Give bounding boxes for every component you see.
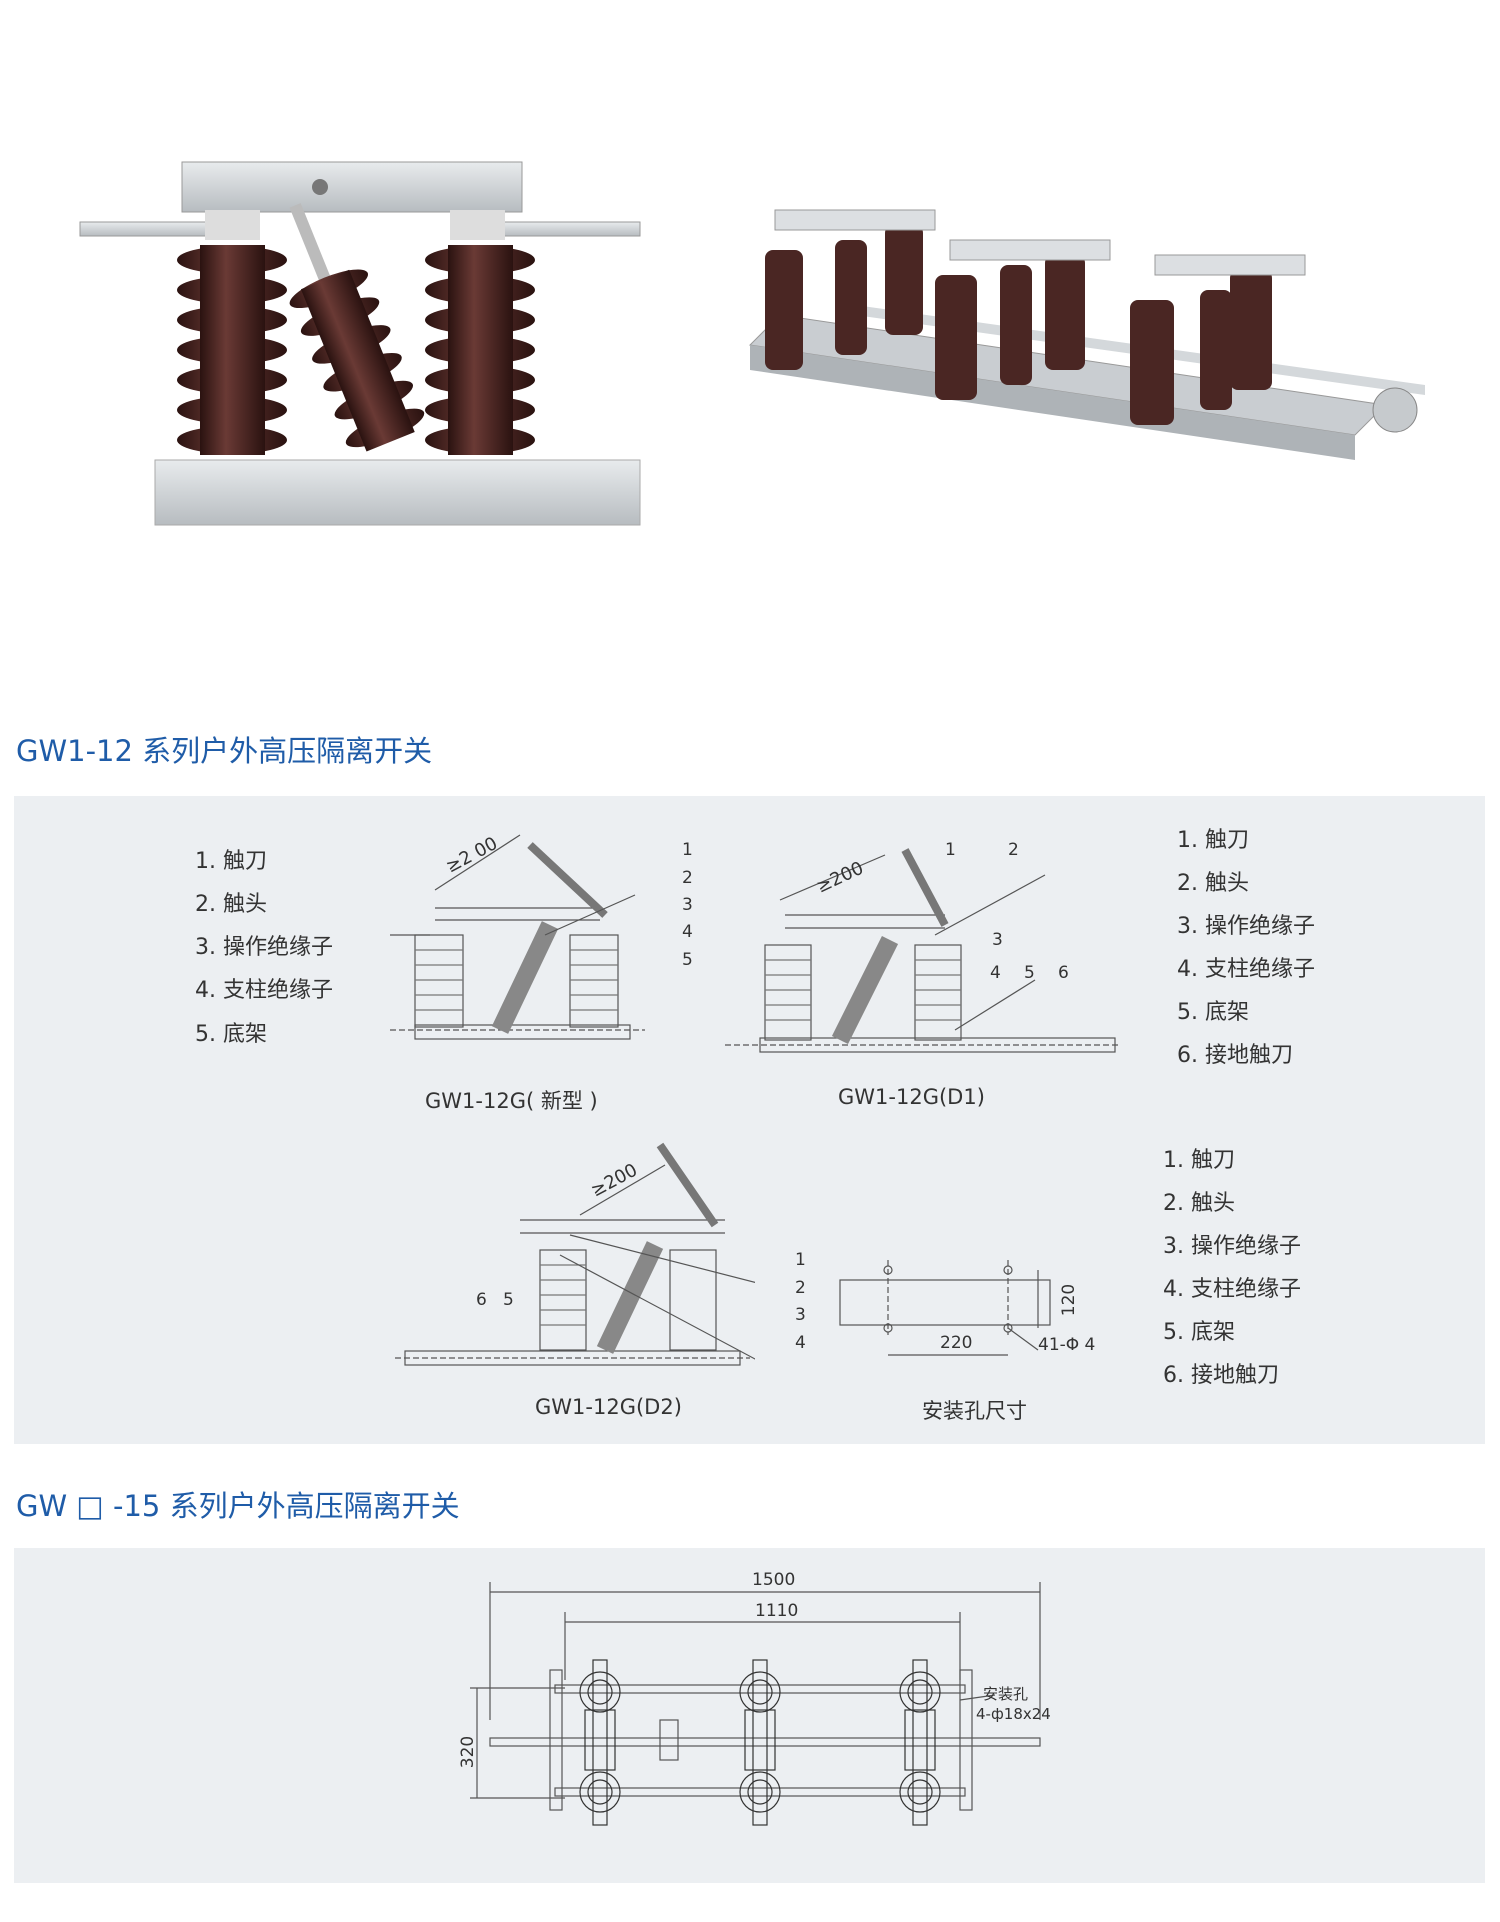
legend-item: 2. 触头: [1163, 1191, 1235, 1216]
diagram-panel-gw-15: [14, 1548, 1485, 1883]
legend-item: 1. 触刀: [195, 849, 267, 874]
legend-item: 6. 接地触刀: [1163, 1363, 1279, 1388]
section-title-gw1-12: GW1-12 系列户外高压隔离开关: [16, 734, 433, 768]
legend-item: 5. 底架: [1177, 1000, 1249, 1025]
legend-item: 1. 触刀: [1177, 828, 1249, 853]
callout-3: 3: [682, 895, 693, 915]
hole-label: 安装孔: [983, 1685, 1029, 1703]
callout-1: 1: [795, 1250, 806, 1270]
callout-3: 3: [992, 930, 1003, 950]
diagram-panel-gw1-12: [14, 796, 1485, 1444]
caption-mounting-holes: 安装孔尺寸: [922, 1399, 1027, 1423]
callout-3: 3: [795, 1305, 806, 1325]
callout-1: 1: [945, 840, 956, 860]
legend-item: 2. 触头: [195, 892, 267, 917]
dimension-width: 220: [940, 1333, 973, 1353]
legend-item: 3. 操作绝缘子: [1163, 1234, 1301, 1259]
legend-item: 4. 支柱绝缘子: [1177, 957, 1315, 982]
dimension-inner: 1110: [755, 1601, 799, 1621]
caption-gw1-12g-new: GW1-12G( 新型 ): [425, 1089, 598, 1113]
drawing-gw-15-plan: [470, 1582, 1041, 1826]
drawing-gw1-12g-d2: ≥200: [395, 1142, 755, 1366]
legend-item: 5. 底架: [1163, 1320, 1235, 1345]
hole-spec: 4-ф18x24: [976, 1705, 1051, 1723]
dimension-overall: 1500: [752, 1570, 796, 1590]
product-photo-single-pole: [79, 161, 641, 526]
callout-6: 6: [476, 1290, 487, 1310]
callout-5: 5: [503, 1290, 514, 1310]
legend-item: 1. 触刀: [1163, 1148, 1235, 1173]
caption-gw1-12g-d2: GW1-12G(D2): [535, 1395, 682, 1419]
callout-2: 2: [682, 868, 693, 888]
dimension-label: ≥2 00: [442, 833, 501, 877]
callout-6: 6: [1058, 963, 1069, 983]
legend-item: 4. 支柱绝缘子: [1163, 1277, 1301, 1302]
legend-item: 5. 底架: [195, 1022, 267, 1047]
legend-item: 3. 操作绝缘子: [1177, 914, 1315, 939]
legend-item: 3. 操作绝缘子: [195, 935, 333, 960]
callout-2: 2: [1008, 840, 1019, 860]
callout-5: 5: [1024, 963, 1035, 983]
callout-4: 4: [990, 963, 1001, 983]
drawing-mounting-holes: [839, 1260, 1051, 1356]
product-photo-three-pole: [748, 209, 1425, 460]
hole-spec: 41-Φ 4: [1038, 1335, 1096, 1355]
callout-4: 4: [682, 922, 693, 942]
callout-1: 1: [682, 840, 693, 860]
callout-5: 5: [682, 950, 693, 970]
dimension-label: ≥200: [813, 858, 867, 898]
callout-4: 4: [795, 1333, 806, 1353]
caption-gw1-12g-d1: GW1-12G(D1): [838, 1085, 985, 1109]
legend-item: 4. 支柱绝缘子: [195, 978, 333, 1003]
section-title-gw-15: GW □ -15 系列户外高压隔离开关: [16, 1489, 460, 1523]
legend-item: 6. 接地触刀: [1177, 1043, 1293, 1068]
legend-item: 2. 触头: [1177, 871, 1249, 896]
dimension-height: 320: [458, 1735, 479, 1769]
drawing-gw1-12g-new: ≥2 00 1: [390, 833, 645, 1040]
drawing-gw1-12g-d1: ≥200: [725, 848, 1120, 1053]
dimension-height: 120: [1059, 1283, 1080, 1317]
callout-2: 2: [795, 1278, 806, 1298]
